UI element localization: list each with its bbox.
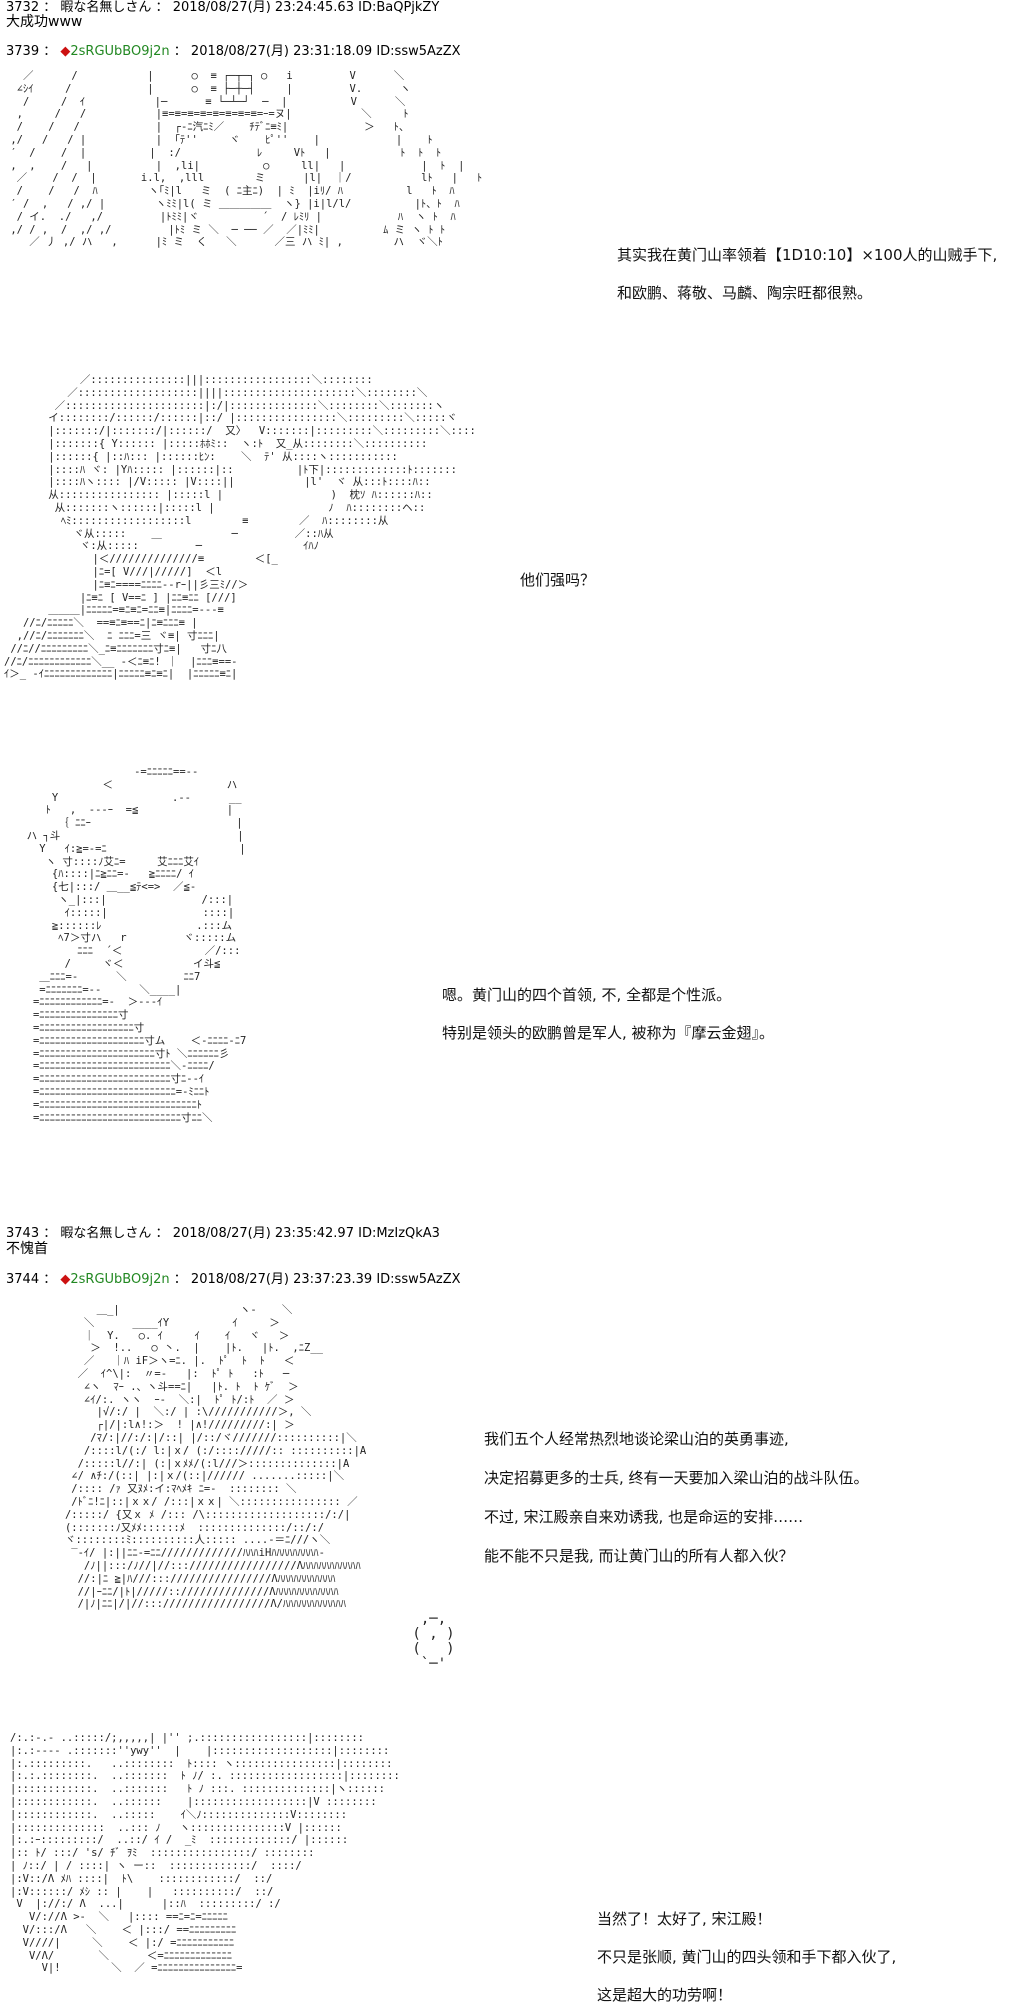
post-header: 3732 ： 暇な名無しさん ： 2018/08/27(月) 23:24:45.… [6,0,439,16]
poster-trip[interactable]: 2sRGUbBO9j2n [70,1272,170,1287]
separator: ： [155,0,169,15]
separator: ： [43,0,57,15]
dialog-line: 我们五个人经常热烈地谈论梁山泊的英勇事迹, [484,1430,789,1448]
dialog-line: 他们强吗？ [520,571,596,589]
dialog-block: 当然了！太好了, 宋江殿！ 不只是张顺, 黄门山的四头领和手下都入伙了, 这是超… [597,1900,896,2014]
dialog-block: 我们五个人经常热烈地谈论梁山泊的英勇事迹, 决定招募更多的士兵, 终有一天要加入… [484,1420,869,1576]
post-number: 3732 [6,0,40,15]
dialog-line: 和欧鹏、蒋敬、马麟、陶宗旺都很熟。 [617,284,873,302]
separator: ： [43,1226,57,1241]
separator: ： [173,44,187,59]
trip-diamond-icon: ◆ [60,1272,71,1287]
trip-diamond-icon: ◆ [60,44,71,59]
ascii-art-spiky-hair-man: ＿_| ヽ- ＼ ＼ ____ｲY ｲ ＞ ｜ Y. ○. ｲ ｲ ｲ ヾ ＞ … [64,1304,367,1611]
post-body: 不愧首 [6,1241,48,1257]
post-header: 3743 ： 暇な名無しさん ： 2018/08/27(月) 23:35:42.… [6,1226,440,1242]
ascii-art-cup: ,─, ( , ) ( ) `─' [412,1611,455,1672]
ascii-art-boy: ／:::::::::::::::|||:::::::::::::::::＼:::… [4,374,476,681]
dialog-line: 嗯。黄门山的四个首领, 不, 全都是个性派。 [442,986,732,1004]
separator: ： [155,1226,169,1241]
poster-id: ID:ssw5AzZX [376,1272,461,1287]
dialog-block: 其实我在黄门山率领着【1D10:10】×100人的山贼手下, 和欧鹏、蒋敬、马麟… [617,236,997,312]
dialog-line: 决定招募更多的士兵, 终有一天要加入梁山泊的战斗队伍。 [484,1469,869,1487]
dialog-line: 其实我在黄门山率领着【1D10:10】×100人的山贼手下, [617,246,998,264]
poster-name: 暇な名無しさん [60,0,152,15]
poster-id: ID:ssw5AzZX [376,44,461,59]
dialog-line: 特别是领头的欧鹏曾是军人, 被称为『摩云金翅』。 [442,1024,775,1042]
dialog-line: 这是超大的功劳啊！ [597,1986,733,2004]
post-header: 3744 ： ◆2sRGUbBO9j2n ： 2018/08/27(月) 23:… [6,1272,461,1288]
separator: ： [43,1272,57,1287]
post-number: 3744 [6,1272,40,1287]
post-datetime: 2018/08/27(月) 23:24:45.63 [172,0,354,15]
separator: ： [173,1272,187,1287]
post-number: 3743 [6,1226,40,1241]
poster-name: 暇な名無しさん [60,1226,152,1241]
dialog-block: 嗯。黄门山的四个首领, 不, 全都是个性派。 特别是领头的欧鹏曾是军人, 被称为… [442,976,774,1052]
dialog-line: 能不能不只是我, 而让黄门山的所有人都入伙？ [484,1547,794,1565]
dialog-line: 不过, 宋江殿亲自来劝诱我, 也是命运的安排…… [484,1508,804,1526]
post-header: 3739 ： ◆2sRGUbBO9j2n ： 2018/08/27(月) 23:… [6,44,461,60]
ascii-art-bandana-man: -=ﾆﾆﾆﾆﾆ==-- ＜ ハ Y .-- __ ﾄ , ---ｰ =≦ | ｛… [26,766,247,1124]
poster-id: ID:BaQPjkZY [358,0,440,15]
post-datetime: 2018/08/27(月) 23:35:42.97 [172,1226,354,1241]
ascii-art-sitting-man: /:.:-.- ..:::::/;,,,,,| |'' ;.::::::::::… [10,1732,400,1975]
post-number: 3739 [6,44,40,59]
poster-trip[interactable]: 2sRGUbBO9j2n [70,44,170,59]
poster-id: ID:MzIzQkA3 [358,1226,440,1241]
post-datetime: 2018/08/27(月) 23:31:18.09 [190,44,373,59]
separator: ： [43,44,57,59]
dialog-line: 不只是张顺, 黄门山的四头领和手下都入伙了, [597,1948,897,1966]
dialog-block: 他们强吗？ [520,570,595,590]
ascii-art-thief-face: ／ / | ○ ≡ ┌─┬─┐ ○ i V ＼ ∠ｼｲ / | ○ ≡ ├─┼─… [10,70,483,249]
post-datetime: 2018/08/27(月) 23:37:23.39 [190,1272,373,1287]
post-body: 大成功www [6,14,83,30]
dialog-line: 当然了！太好了, 宋江殿！ [597,1910,772,1928]
